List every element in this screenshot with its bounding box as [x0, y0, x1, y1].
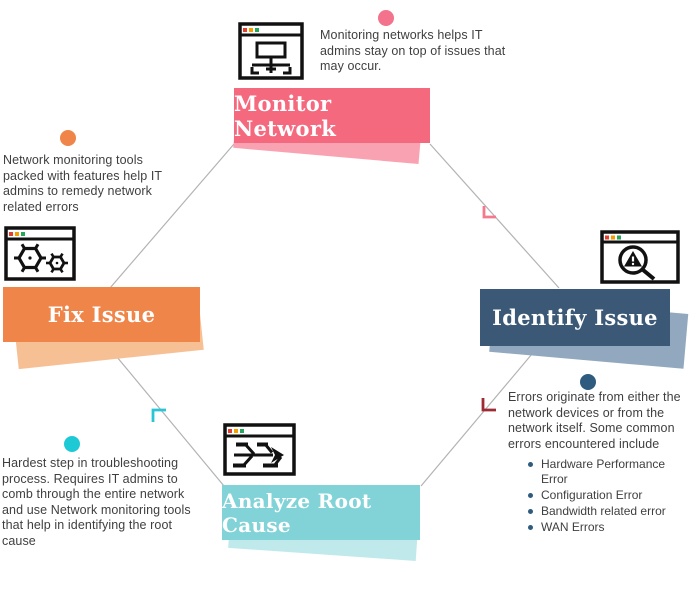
gears-icon: [4, 226, 76, 281]
error-type-label: Configuration Error: [541, 488, 643, 502]
error-type-label: WAN Errors: [541, 520, 605, 534]
stage-dot-identify-issue: [580, 374, 596, 390]
error-type-item: Hardware Performance Error: [528, 457, 690, 487]
error-type-label: Hardware Performance Error: [541, 457, 666, 486]
error-type-item: Bandwidth related error: [528, 504, 690, 519]
error-type-item: Configuration Error: [528, 488, 690, 503]
error-type-item: WAN Errors: [528, 520, 690, 535]
network-topology-icon: [238, 22, 304, 80]
stage-label-fix-issue: Fix Issue: [47, 302, 156, 327]
stage-label-monitor-network: Monitor Network: [234, 90, 337, 141]
bullet-dot-icon: [528, 509, 533, 514]
stage-banner-identify-issue: Identify Issue: [480, 289, 670, 346]
error-type-label: Bandwidth related error: [541, 504, 666, 518]
bullet-dot-icon: [528, 493, 533, 498]
stage-banner-analyze-root-cause: Analyze Root Cause: [222, 485, 420, 540]
line-identify-to-analyze: [420, 347, 538, 487]
stage-label-analyze-root-cause: Analyze Root Cause: [222, 488, 372, 537]
stage-label-identify-issue: Identify Issue: [492, 305, 658, 330]
magnifier-warning-icon: [600, 230, 680, 284]
arrow-identify-to-analyze-icon: [481, 398, 496, 412]
bullet-dot-icon: [528, 525, 533, 530]
stage-dot-analyze-root-cause: [64, 436, 80, 452]
arrow-analyze-to-fix-icon: [151, 408, 166, 422]
stage-description-identify-issue: Errors originate from either the network…: [508, 390, 681, 451]
stage-dot-monitor-network: [378, 10, 394, 26]
fishbone-diagram-icon: [223, 423, 296, 476]
line-analyze-to-fix: [106, 344, 225, 487]
stage-dot-fix-issue: [60, 130, 76, 146]
stage-description-monitor-network: Monitoring networks helps IT admins stay…: [320, 28, 506, 73]
stage-banner-fix-issue: Fix Issue: [3, 287, 200, 342]
stage-banner-monitor-network: Monitor Network: [234, 88, 430, 143]
stage-description-fix-issue: Network monitoring tools packed with fea…: [3, 153, 163, 214]
bullet-dot-icon: [528, 462, 533, 467]
arrow-monitor-to-identify-icon: [482, 206, 496, 219]
error-types-list: Hardware Performance Error Configuration…: [528, 457, 690, 536]
stage-description-analyze-root-cause: Hardest step in troubleshooting process.…: [2, 456, 191, 548]
line-fix-to-monitor: [109, 143, 235, 289]
